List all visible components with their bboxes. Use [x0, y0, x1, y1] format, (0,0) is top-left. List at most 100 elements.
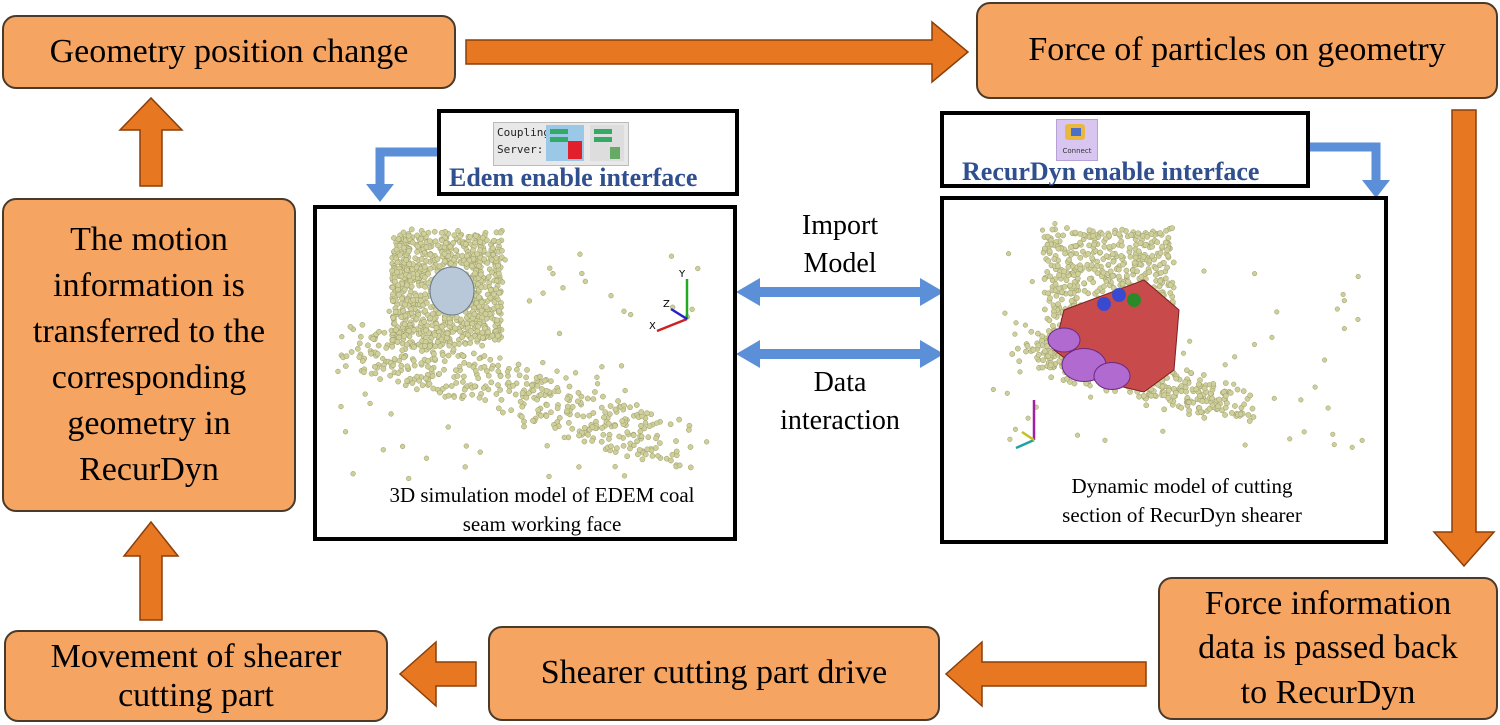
particle	[541, 377, 548, 384]
particle	[1164, 264, 1171, 271]
particle	[477, 449, 483, 455]
particle	[1249, 405, 1256, 412]
particle	[424, 322, 431, 329]
particle	[554, 405, 561, 412]
particle	[1119, 226, 1126, 233]
particle	[419, 348, 425, 354]
particle	[592, 389, 598, 395]
particle	[404, 377, 410, 384]
particle	[1009, 351, 1016, 357]
particle	[564, 396, 571, 402]
connect-icon[interactable]: Connect	[1056, 119, 1098, 161]
particle	[523, 381, 530, 387]
arrow-edem-interface-connector	[375, 147, 438, 186]
particle	[354, 345, 361, 352]
particle	[1157, 262, 1163, 268]
particle	[342, 429, 349, 435]
edem-interface-box: Coupling Server: Edem enable interface	[437, 109, 739, 196]
particle	[564, 403, 571, 410]
particle	[502, 257, 508, 263]
particle	[1077, 231, 1084, 237]
particle	[676, 416, 682, 423]
particle	[339, 334, 345, 340]
particle	[653, 435, 659, 442]
particle	[1030, 347, 1037, 353]
particle	[377, 376, 383, 382]
particle	[497, 355, 503, 361]
particle	[1246, 418, 1253, 424]
particle	[390, 291, 396, 298]
particle	[1156, 283, 1163, 290]
particle	[1086, 275, 1093, 282]
particle	[394, 269, 400, 276]
particle	[575, 389, 582, 396]
particle	[1134, 268, 1140, 275]
particle	[1014, 345, 1021, 352]
axis-label: X	[649, 321, 656, 332]
particle	[406, 475, 412, 482]
particle	[497, 229, 504, 236]
particle	[581, 424, 588, 431]
particle	[398, 314, 405, 320]
particle	[393, 326, 399, 333]
particle	[642, 451, 649, 458]
axis-line	[1021, 430, 1035, 442]
particle	[1201, 268, 1207, 274]
particle	[576, 464, 582, 470]
particle	[372, 370, 379, 377]
particle	[1165, 387, 1172, 394]
particle	[410, 297, 416, 303]
particle	[410, 327, 417, 333]
particle	[343, 353, 350, 360]
particle	[425, 358, 431, 364]
particle	[667, 421, 674, 428]
data-interaction-label: Data interaction	[750, 364, 930, 440]
particle	[550, 270, 556, 277]
particle	[1340, 291, 1346, 297]
coupling-server-icon[interactable]: Coupling Server:	[493, 122, 629, 166]
particle	[524, 367, 530, 373]
particle	[1349, 444, 1355, 450]
particle	[1047, 349, 1054, 356]
particle	[1222, 380, 1229, 386]
particle	[399, 295, 405, 302]
particle	[569, 425, 576, 432]
particle	[636, 447, 643, 453]
particle	[469, 320, 476, 327]
particle	[482, 325, 488, 332]
particle	[1132, 254, 1139, 261]
particle	[464, 252, 470, 259]
particle	[1298, 397, 1304, 403]
particle	[453, 380, 460, 386]
particle	[424, 299, 430, 306]
particle	[601, 414, 607, 421]
particle	[1158, 270, 1164, 276]
particle	[1044, 269, 1051, 275]
particle	[1050, 322, 1056, 329]
particle	[556, 330, 563, 337]
particle	[614, 445, 620, 451]
particle	[1209, 395, 1215, 402]
particle	[1325, 405, 1331, 411]
particle	[645, 434, 652, 441]
particle	[1067, 282, 1073, 289]
particle	[1025, 415, 1031, 421]
particle	[496, 308, 502, 314]
particle	[1090, 232, 1097, 239]
particle	[1165, 395, 1171, 401]
particle	[639, 433, 645, 439]
particle	[461, 373, 467, 380]
particle	[443, 383, 450, 390]
particle	[1091, 266, 1098, 273]
particle	[495, 382, 501, 388]
particle	[612, 463, 618, 470]
particle	[687, 464, 694, 471]
particle	[463, 443, 469, 449]
particle	[453, 247, 459, 254]
particle	[646, 423, 653, 430]
particle	[484, 237, 490, 244]
particle	[594, 374, 600, 380]
particle	[407, 278, 414, 284]
particle	[590, 410, 597, 416]
particle	[529, 382, 535, 389]
